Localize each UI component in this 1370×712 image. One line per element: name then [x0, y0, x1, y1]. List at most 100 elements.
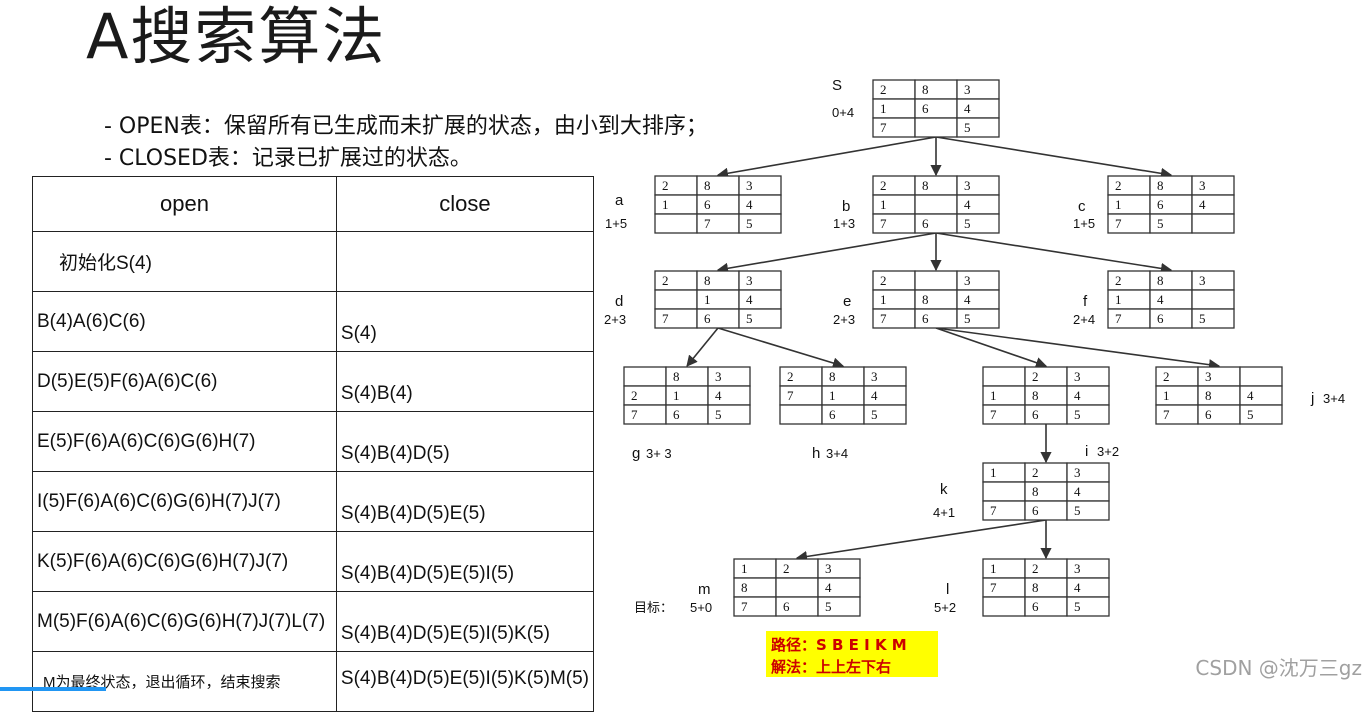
- grid-number: 7: [1115, 311, 1122, 326]
- grid-number: 4: [746, 197, 753, 212]
- slide-title: A搜索算法: [86, 0, 387, 73]
- grid-number: 6: [922, 101, 929, 116]
- node-cost: 2+3: [604, 312, 626, 327]
- grid-cell: [863, 404, 907, 425]
- grid-cell: [817, 596, 861, 617]
- grid-number: 2: [1115, 273, 1122, 288]
- grid-number: 1: [880, 292, 887, 307]
- node-label: h: [812, 445, 820, 462]
- grid-number: 7: [741, 599, 748, 614]
- grid-number: 3: [1074, 465, 1081, 480]
- grid-number: 8: [704, 273, 711, 288]
- grid-number: 8: [1157, 178, 1164, 193]
- grid-number: 3: [715, 369, 722, 384]
- grid-number: 8: [1032, 484, 1039, 499]
- path-text: 路径：S B E I K M: [771, 636, 907, 654]
- grid-number: 3: [746, 178, 753, 193]
- progress-bar-accent: [0, 687, 106, 691]
- grid-number: 4: [1157, 292, 1164, 307]
- node-label: b: [842, 198, 850, 215]
- grid-cell: [707, 404, 751, 425]
- grid-number: 5: [964, 216, 971, 231]
- grid-cell: [982, 596, 1026, 617]
- grid-cell: [1066, 500, 1110, 521]
- grid-number: 4: [871, 388, 878, 403]
- grid-number: 4: [964, 101, 971, 116]
- grid-number: 6: [1032, 407, 1039, 422]
- grid-number: 1: [1115, 292, 1122, 307]
- grid-number: 8: [922, 82, 929, 97]
- tree-edges: [686, 136, 1221, 563]
- grid-number: 3: [1205, 369, 1212, 384]
- grid-number: 3: [964, 178, 971, 193]
- grid-number: 6: [922, 216, 929, 231]
- edge-b-f: [935, 232, 1173, 274]
- open-close-table: open close 初始化S(4) B(4)A(6)C(6) S(4) D(5…: [32, 176, 595, 712]
- grid-number: 3: [746, 273, 753, 288]
- node-label: c: [1078, 198, 1086, 215]
- node-cost: 3+ 3: [646, 446, 672, 461]
- grid-number: 7: [1115, 216, 1122, 231]
- edge-e-i: [935, 327, 1048, 369]
- grid-cell: [654, 213, 698, 234]
- grid-number: 2: [1115, 178, 1122, 193]
- grid-number: 5: [746, 216, 753, 231]
- grid-number: 4: [964, 292, 971, 307]
- grid-number: 1: [1115, 197, 1122, 212]
- grid-number: 2: [783, 561, 790, 576]
- grid-number: 8: [1032, 388, 1039, 403]
- grid-number: 6: [783, 599, 790, 614]
- node-label: m: [698, 581, 711, 598]
- grid-cell: [738, 213, 782, 234]
- grid-number: 6: [1032, 503, 1039, 518]
- grid-number: 6: [1157, 197, 1164, 212]
- grid-number: 8: [922, 178, 929, 193]
- node-cost: 1+5: [1073, 216, 1095, 231]
- edge-d-h: [717, 327, 845, 369]
- open-cell: B(4)A(6)C(6): [32, 291, 337, 352]
- grid-number: 7: [787, 388, 794, 403]
- grid-cell: [1066, 404, 1110, 425]
- node-label: i: [1085, 443, 1088, 460]
- grid-number: 1: [990, 561, 997, 576]
- grid-number: 8: [1157, 273, 1164, 288]
- node-label: S: [832, 77, 842, 94]
- grid-number: 2: [662, 178, 669, 193]
- open-cell: I(5)F(6)A(6)C(6)G(6)H(7)J(7): [32, 471, 337, 532]
- grid-number: 3: [1199, 178, 1206, 193]
- header-open: open: [32, 176, 337, 232]
- grid-number: 5: [746, 311, 753, 326]
- node-cost: 3+4: [826, 446, 848, 461]
- grid-cell: [1191, 308, 1235, 329]
- grid-number: 2: [1163, 369, 1170, 384]
- node-cost: 5+2: [934, 600, 956, 615]
- grid-cell: [779, 404, 823, 425]
- grid-number: 7: [990, 407, 997, 422]
- grid-number: 5: [964, 311, 971, 326]
- open-cell: K(5)F(6)A(6)C(6)G(6)H(7)J(7): [32, 531, 337, 592]
- grid-number: 1: [1163, 388, 1170, 403]
- grid-number: 5: [964, 120, 971, 135]
- grid-number: 8: [673, 369, 680, 384]
- grid-number: 7: [704, 216, 711, 231]
- grid-cell: [956, 308, 1000, 329]
- grid-number: 6: [1157, 311, 1164, 326]
- grid-number: 1: [673, 388, 680, 403]
- node-cost: 2+3: [833, 312, 855, 327]
- grid-number: 1: [704, 292, 711, 307]
- grid-number: 6: [704, 311, 711, 326]
- grid-cell: [914, 194, 958, 215]
- node-label: e: [843, 293, 851, 310]
- watermark: CSDN @沈万三gz: [1195, 656, 1362, 680]
- grid-number: 7: [990, 580, 997, 595]
